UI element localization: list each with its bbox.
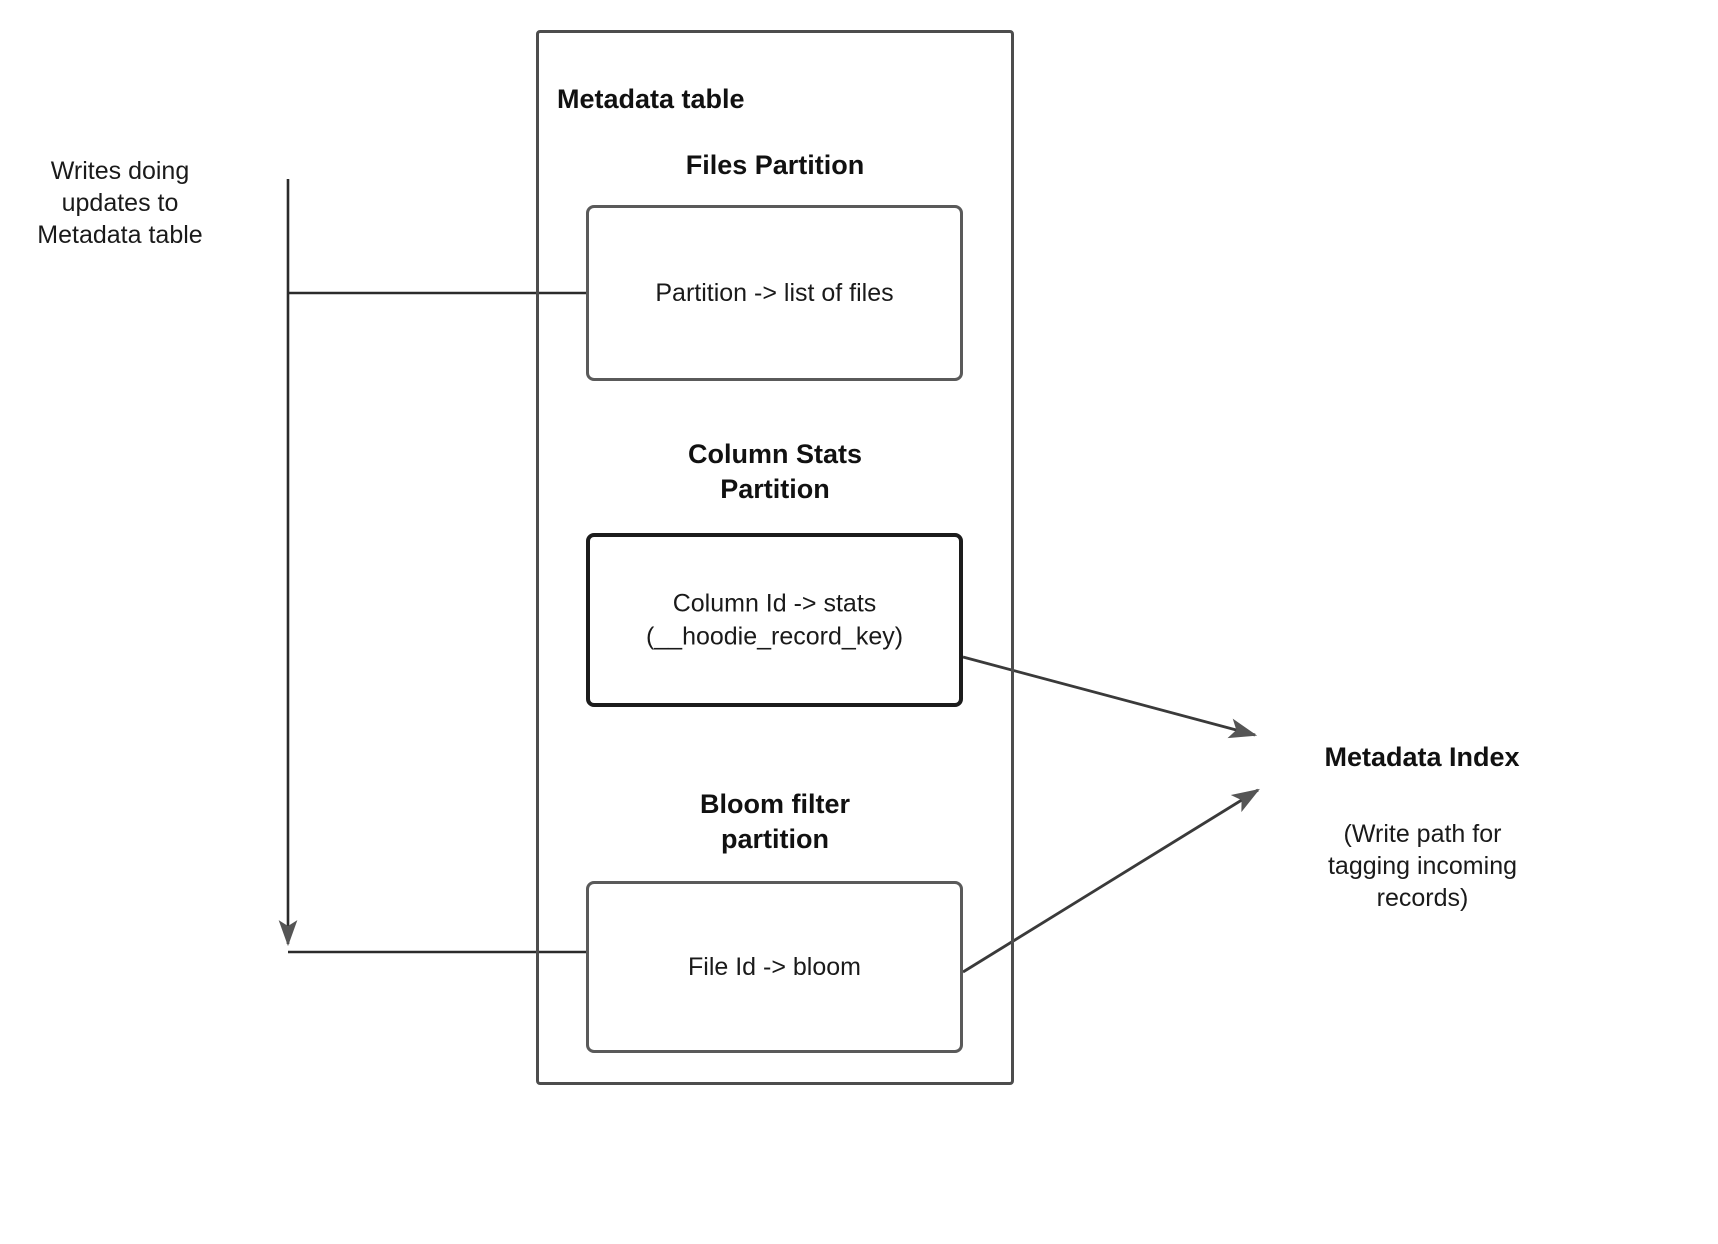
column-stats-partition-header: Column Stats Partition bbox=[687, 439, 862, 504]
bloom-filter-partition-header: Bloom filter partition bbox=[699, 789, 850, 854]
files-partition-header: Files Partition bbox=[685, 150, 865, 180]
metadata-index-title: Metadata Index bbox=[1324, 742, 1520, 772]
bloom-filter-partition-box[interactable]: File Id -> bloom bbox=[586, 881, 963, 1053]
writes-annotation-label: Writes doing updates to Metadata table bbox=[37, 157, 203, 249]
column-stats-partition-box[interactable]: Column Id -> stats (__hoodie_record_key) bbox=[586, 533, 963, 707]
metadata-index-description: (Write path for tagging incoming records… bbox=[1327, 820, 1517, 912]
files-partition-box[interactable]: Partition -> list of files bbox=[586, 205, 963, 381]
files-partition-box-text: Partition -> list of files bbox=[655, 278, 894, 307]
metadata-table-title: Metadata table bbox=[557, 84, 745, 114]
bloom-filter-partition-box-text: File Id -> bloom bbox=[688, 952, 861, 981]
column-stats-partition-box-text: Column Id -> stats (__hoodie_record_key) bbox=[645, 589, 904, 651]
metadata-table-container bbox=[536, 30, 1014, 1085]
